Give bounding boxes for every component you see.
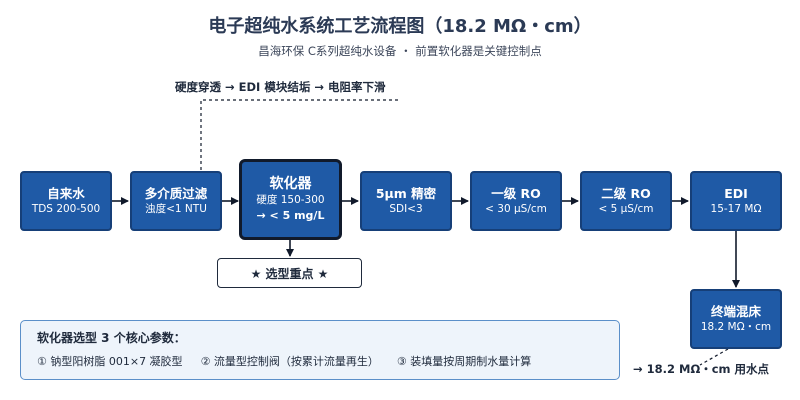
dashed-output-link (699, 348, 729, 366)
node-title: 二级 RO (601, 186, 651, 201)
node-spec: 硬度 150-300 (256, 194, 325, 206)
node-ro-stage-2: 二级 RO < 5 μS/cm (580, 171, 672, 231)
point-of-use-label: → 18.2 MΩ・cm 用水点 (633, 362, 770, 376)
softener-params-panel: 软化器选型 3 个核心参数： ① 钠型阳树脂 001×7 凝胶型 ② 流量型控制… (20, 320, 620, 380)
params-heading: 软化器选型 3 个核心参数： (37, 331, 186, 345)
node-spec: TDS 200-500 (31, 203, 101, 215)
node-title: 5μm 精密 (375, 186, 437, 201)
param-item: ① 钠型阳树脂 001×7 凝胶型 (37, 355, 183, 368)
selection-keypoint-badge: ★ 选型重点 ★ (217, 258, 362, 288)
node-precision-filter: 5μm 精密 SDI<3 (360, 171, 452, 231)
node-title: 软化器 (269, 176, 312, 192)
node-title: EDI (724, 186, 748, 201)
node-edi: EDI 15-17 MΩ (690, 171, 782, 231)
node-spec-target: → < 5 mg/L (256, 209, 325, 222)
param-item: ③ 装填量按周期制水量计算 (396, 355, 532, 368)
node-ro-stage-1: 一级 RO < 30 μS/cm (470, 171, 562, 231)
params-list: ① 钠型阳树脂 001×7 凝胶型 ② 流量型控制阀（按累计流量再生） ③ 装填… (37, 353, 603, 369)
diagram-title: 电子超纯水系统工艺流程图（18.2 MΩ・cm） (208, 16, 592, 37)
node-softener: 软化器 硬度 150-300 → < 5 mg/L (239, 159, 342, 240)
node-title: 终端混床 (710, 304, 761, 319)
node-spec: < 30 μS/cm (485, 203, 547, 215)
node-spec: 18.2 MΩ・cm (700, 321, 772, 333)
node-spec: 15-17 MΩ (710, 203, 762, 215)
node-spec: SDI<3 (389, 203, 423, 215)
param-item: ② 流量型控制阀（按累计流量再生） (200, 355, 379, 368)
node-title: 多介质过滤 (144, 186, 208, 201)
node-title: 一级 RO (491, 186, 541, 201)
node-polishing-mixed-bed: 终端混床 18.2 MΩ・cm (690, 289, 782, 349)
node-multimedia-filter: 多介质过滤 浊度<1 NTU (130, 171, 222, 231)
node-title: 自来水 (47, 186, 85, 201)
diagram-subtitle: 昌海环保 C系列超纯水设备 ・ 前置软化器是关键控制点 (258, 44, 542, 58)
node-spec: 浊度<1 NTU (145, 203, 207, 215)
node-spec: < 5 μS/cm (598, 203, 654, 215)
node-tap-water: 自来水 TDS 200-500 (20, 171, 112, 231)
hardness-breakthrough-callout: 硬度穿透 → EDI 模块结垢 → 电阻率下滑 (175, 80, 386, 94)
